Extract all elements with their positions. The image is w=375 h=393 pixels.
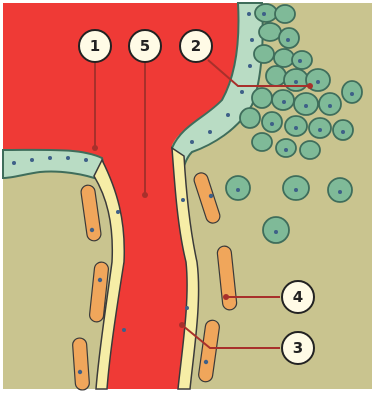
muscle-cell [72, 338, 90, 391]
label-4-text: 4 [293, 288, 303, 306]
label-1-text: 1 [90, 37, 100, 55]
label-5-text: 5 [140, 37, 150, 55]
label-3: 3 [282, 332, 314, 364]
label-5: 5 [129, 30, 161, 62]
label-2: 2 [180, 30, 212, 62]
label-1: 1 [79, 30, 111, 62]
label-3-text: 3 [293, 339, 303, 357]
label-2-text: 2 [191, 37, 201, 55]
label-4: 4 [282, 281, 314, 313]
